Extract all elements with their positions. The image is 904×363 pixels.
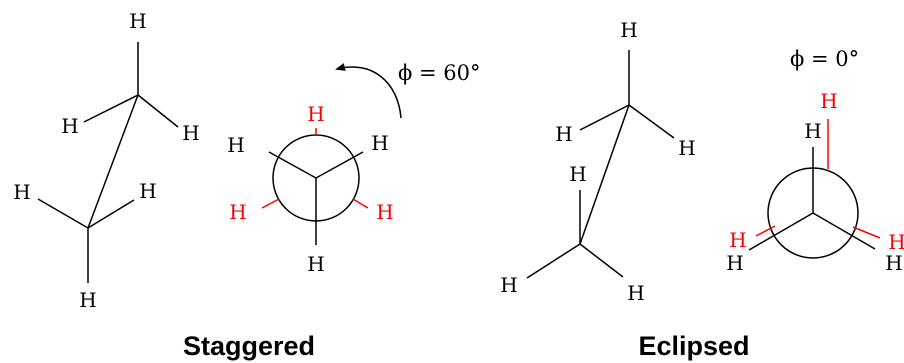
atom-h: H [79,288,96,312]
atom-h: H [620,18,637,42]
atom-h-front: H [804,119,821,143]
front-bond-right [579,243,624,278]
staggered-caption: Staggered [183,331,315,361]
atom-h-rear: H [820,89,837,113]
front-bond-left [526,243,581,279]
atom-h-front: H [885,251,902,275]
atom-h: H [627,281,644,305]
back-bond-left [579,104,630,131]
staggered-sawhorse-atoms: H H H H H H [13,9,199,312]
atom-h-rear: H [376,200,393,224]
front-bond [315,151,364,179]
eclipsed-sawhorse [526,50,675,279]
front-bond [268,151,317,179]
eclipsed-newman [748,119,881,259]
front-bond-right [87,199,135,229]
c-c-bond [87,94,139,229]
dihedral-angle-label: ϕ = 0° [790,47,859,71]
dihedral-angle-label: ϕ = 60° [398,61,480,85]
rear-bond [852,226,881,239]
eclipsed-newman-atoms: H H H H H H [726,89,904,275]
atom-h: H [555,122,572,146]
atom-h-rear: H [729,228,746,252]
eclipsed-sawhorse-atoms: H H H H H H [500,18,695,305]
atom-h-front: H [726,251,743,275]
atom-h: H [61,114,78,138]
atom-h-front: H [227,133,244,157]
staggered-sawhorse [37,42,179,283]
rear-bond [352,198,369,209]
atom-h-rear: H [888,230,904,254]
rotation-arrow [335,63,402,119]
staggered-newman-atoms: H H H H H H [227,102,393,276]
front-bond [812,212,876,250]
atom-h: H [182,121,199,145]
back-bond-right [137,94,179,128]
staggered-newman [261,128,369,245]
atom-h-front: H [307,252,324,276]
atom-h-rear: H [229,200,246,224]
eclipsed-caption: Eclipsed [638,331,749,361]
atom-h-front: H [371,131,388,155]
c-c-bond [579,104,630,245]
rear-bond [261,198,280,209]
rear-bond [755,225,776,237]
atom-h: H [678,136,695,160]
atom-h: H [139,179,156,203]
front-bond [748,212,814,251]
atom-h: H [13,180,30,204]
front-bond-left [37,198,89,229]
back-bond-left [83,94,139,123]
atom-h: H [500,273,517,297]
atom-h-rear: H [307,102,324,126]
atom-h: H [569,162,586,186]
back-bond-right [628,104,675,139]
atom-h: H [129,9,146,33]
